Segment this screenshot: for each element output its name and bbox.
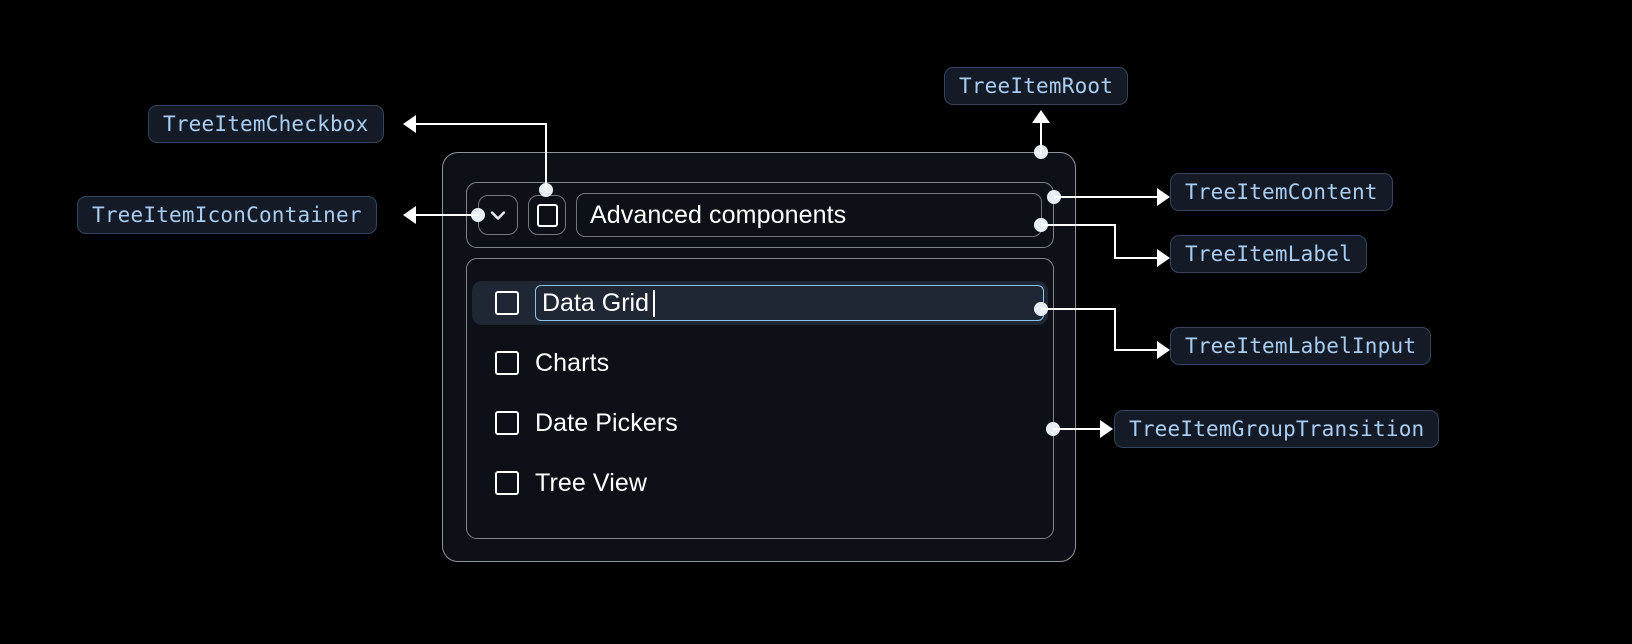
connector-line-tree-item-label-h1	[1041, 224, 1116, 226]
connector-line-tree-item-icon-container	[416, 214, 479, 216]
annotation-tree-item-label: TreeItemLabel	[1170, 235, 1367, 273]
annotation-tree-item-root: TreeItemRoot	[944, 67, 1129, 105]
tree-item-label-text: Advanced components	[590, 200, 847, 229]
tree-item-root[interactable]	[442, 152, 1076, 562]
connector-line-tree-item-label-v	[1114, 224, 1116, 258]
connector-line-tree-item-group-transition	[1053, 428, 1101, 430]
tree-row-date-pickers[interactable]: Date Pickers	[467, 401, 1053, 445]
checkbox-unchecked-icon[interactable]	[495, 351, 519, 375]
annotation-tree-item-checkbox: TreeItemCheckbox	[148, 105, 384, 143]
text-caret	[652, 289, 655, 317]
connector-line-tree-item-label-input-h2	[1114, 349, 1159, 351]
annotation-tree-item-icon-container: TreeItemIconContainer	[77, 196, 377, 234]
connector-line-tree-item-label-h2	[1114, 257, 1159, 259]
checkbox-unchecked-icon[interactable]	[495, 411, 519, 435]
tree-row-tree-view[interactable]: Tree View	[467, 461, 1053, 505]
connector-arrow-tree-item-content	[1157, 188, 1170, 206]
tree-row-charts[interactable]: Charts	[467, 341, 1053, 385]
connector-line-tree-item-root	[1040, 116, 1042, 154]
tree-item-label-text: Charts	[535, 348, 610, 377]
tree-row-data-grid[interactable]: Data Grid	[472, 281, 1048, 325]
connector-arrow-tree-item-label	[1157, 249, 1170, 267]
tree-item-group-transition: Data Grid Charts Date Pickers Tree View	[466, 258, 1054, 539]
connector-line-tree-item-checkbox-h	[416, 123, 547, 125]
connector-arrow-tree-item-group-transition	[1100, 420, 1113, 438]
connector-arrow-tree-item-checkbox	[403, 115, 416, 133]
annotation-tree-item-group-transition: TreeItemGroupTransition	[1114, 410, 1440, 448]
connector-line-tree-item-content	[1054, 196, 1158, 198]
tree-item-content[interactable]: Advanced components	[466, 182, 1054, 248]
connector-line-tree-item-label-input-h1	[1041, 308, 1116, 310]
tree-item-checkbox[interactable]	[528, 195, 566, 235]
connector-arrow-tree-item-root	[1032, 110, 1050, 123]
tree-item-label-input[interactable]: Data Grid	[535, 285, 1044, 321]
connector-arrow-tree-item-label-input	[1157, 341, 1170, 359]
chevron-down-icon	[490, 211, 506, 220]
tree-item-label-input-value: Data Grid	[542, 288, 649, 317]
tree-item-label-text: Tree View	[535, 468, 648, 497]
annotation-tree-item-label-input: TreeItemLabelInput	[1170, 327, 1432, 365]
checkbox-unchecked-icon[interactable]	[495, 471, 519, 495]
tree-item-label-text: Date Pickers	[535, 408, 678, 437]
checkbox-unchecked-icon[interactable]	[495, 291, 519, 315]
connector-arrow-tree-item-icon-container	[403, 206, 416, 224]
annotation-tree-item-content: TreeItemContent	[1170, 173, 1393, 211]
tree-item-label[interactable]: Advanced components	[576, 193, 1042, 237]
connector-line-tree-item-label-input-v	[1114, 308, 1116, 350]
connector-line-tree-item-checkbox-v	[545, 124, 547, 192]
checkbox-unchecked-icon	[536, 203, 558, 227]
